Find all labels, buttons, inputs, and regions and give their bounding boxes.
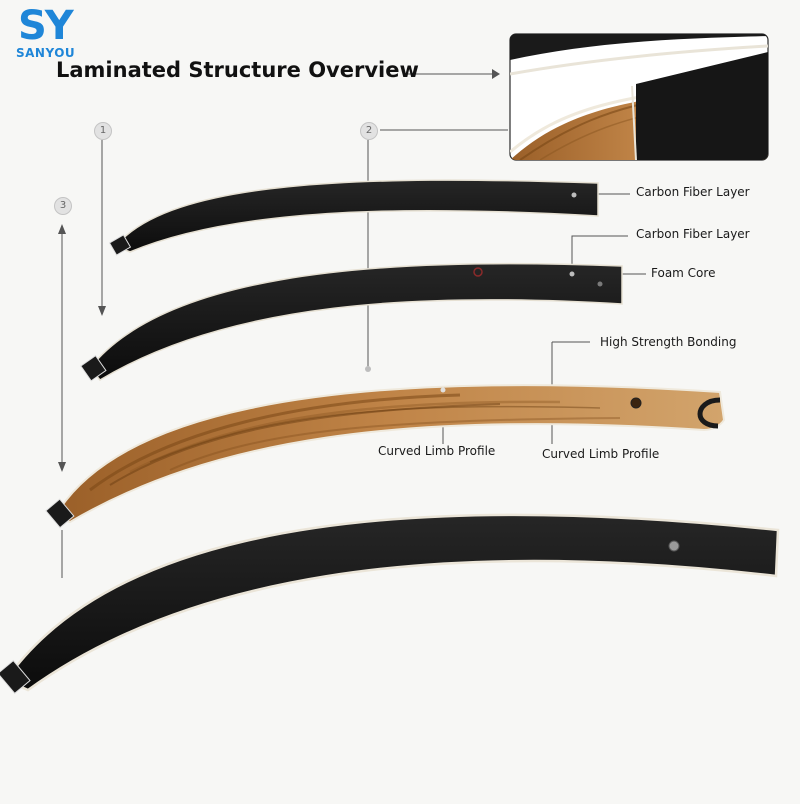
label-high-strength-bonding: High Strength Bonding	[600, 335, 737, 349]
limb-4	[0, 513, 780, 695]
label-carbon-fiber-layer-2: Carbon Fiber Layer	[636, 227, 750, 241]
step-badge-2: 2	[360, 122, 378, 140]
step-badge-3: 3	[54, 197, 72, 215]
brand-logo-mark: SY	[18, 3, 74, 49]
page-title: Laminated Structure Overview	[56, 58, 419, 82]
brand-name: SANYOU	[16, 46, 76, 60]
label-curved-limb-profile-1: Curved Limb Profile	[378, 444, 496, 458]
label-foam-core: Foam Core	[651, 266, 716, 280]
limb-3	[45, 366, 726, 529]
inset-closeup	[509, 33, 769, 161]
label-curved-limb-profile-2: Curved Limb Profile	[542, 447, 660, 461]
step-badge-1: 1	[94, 122, 112, 140]
limb-1	[108, 179, 599, 256]
label-carbon-fiber-layer-1: Carbon Fiber Layer	[636, 185, 750, 199]
limb-2	[80, 262, 623, 382]
